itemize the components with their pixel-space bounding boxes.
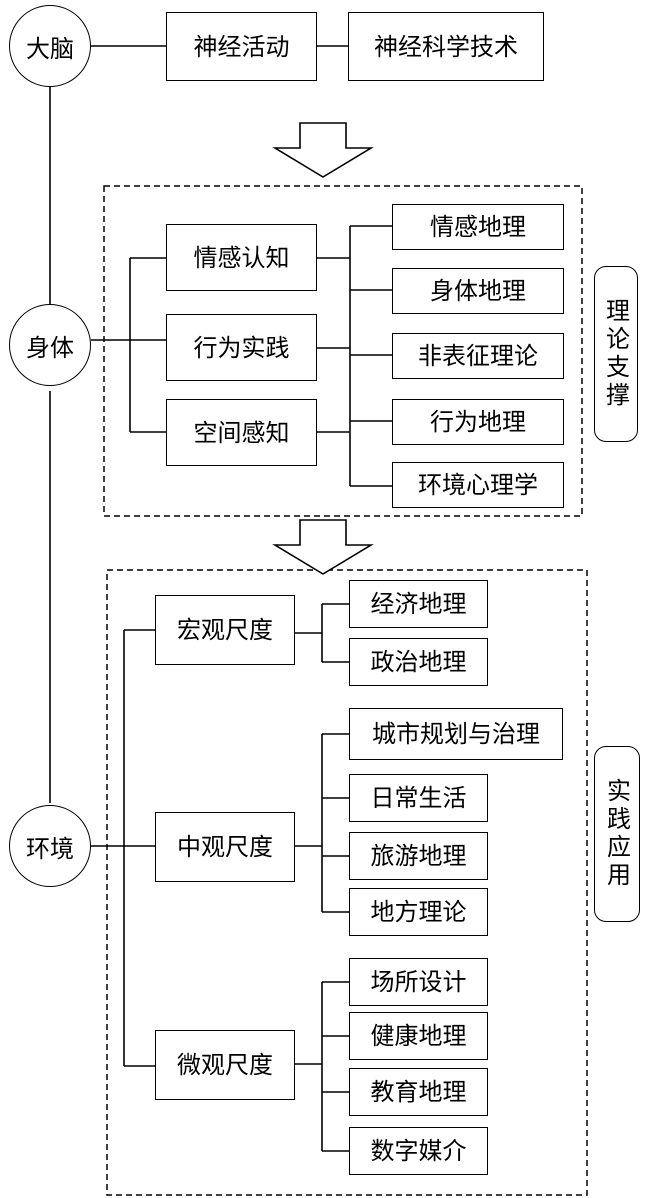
theory-support-label: 理论支撑 (594, 266, 638, 442)
neural-activity-box: 神经活动 (166, 12, 317, 81)
down-arrow-icon (272, 519, 374, 575)
practice-application-text: 实践应用 (602, 778, 631, 890)
environment-node: 环境 (9, 805, 91, 887)
place-theory-label: 地方理论 (370, 898, 467, 926)
education-geography-box: 教育地理 (349, 1068, 488, 1116)
micro-scale-box: 微观尺度 (155, 1030, 295, 1100)
daily-life-box: 日常生活 (349, 774, 488, 822)
macro-scale-label: 宏观尺度 (177, 616, 273, 644)
behavior-practice-box: 行为实践 (166, 314, 317, 381)
body-label: 身体 (26, 333, 74, 362)
tourism-geography-label: 旅游地理 (370, 842, 467, 870)
neuro-tech-label: 神经科学技术 (374, 32, 518, 61)
tourism-geography-box: 旅游地理 (349, 832, 488, 880)
body-geography-box: 身体地理 (392, 268, 564, 314)
behavior-practice-label: 行为实践 (193, 333, 290, 362)
theory-group-frame (103, 185, 583, 517)
political-geography-label: 政治地理 (370, 648, 467, 676)
environment-label: 环境 (26, 834, 74, 863)
meso-scale-label: 中观尺度 (177, 833, 273, 861)
economic-geography-label: 经济地理 (370, 590, 467, 618)
digital-media-box: 数字媒介 (349, 1127, 488, 1175)
emotion-cognition-box: 情感认知 (166, 224, 317, 291)
emotion-cognition-label: 情感认知 (193, 243, 290, 272)
spatial-perception-label: 空间感知 (193, 418, 290, 447)
daily-life-label: 日常生活 (370, 784, 467, 812)
emotional-geography-box: 情感地理 (392, 204, 564, 250)
urban-planning-box: 城市规划与治理 (349, 708, 563, 760)
spatial-perception-box: 空间感知 (166, 399, 317, 466)
brain-label: 大脑 (26, 34, 74, 63)
brain-node: 大脑 (9, 5, 91, 87)
behavioral-geography-box: 行为地理 (392, 399, 564, 445)
neuro-tech-box: 神经科学技术 (348, 12, 544, 81)
urban-planning-label: 城市规划与治理 (372, 720, 540, 748)
environmental-psychology-box: 环境心理学 (392, 462, 564, 508)
environmental-psychology-label: 环境心理学 (418, 471, 538, 499)
emotional-geography-label: 情感地理 (430, 213, 526, 241)
behavioral-geography-label: 行为地理 (430, 408, 526, 436)
body-node: 身体 (9, 304, 91, 386)
micro-scale-label: 微观尺度 (177, 1051, 273, 1079)
non-representational-theory-box: 非表征理论 (392, 333, 564, 379)
education-geography-label: 教育地理 (370, 1078, 467, 1106)
meso-scale-box: 中观尺度 (155, 812, 295, 882)
digital-media-label: 数字媒介 (370, 1137, 467, 1165)
health-geography-box: 健康地理 (349, 1012, 488, 1060)
practice-group-frame (106, 569, 588, 1196)
macro-scale-box: 宏观尺度 (155, 595, 295, 665)
non-representational-theory-label: 非表征理论 (418, 342, 538, 370)
practice-application-label: 实践应用 (594, 746, 640, 922)
economic-geography-box: 经济地理 (349, 580, 488, 628)
place-design-label: 场所设计 (370, 968, 467, 996)
theory-support-text: 理论支撑 (601, 298, 630, 410)
neural-activity-label: 神经活动 (193, 32, 290, 61)
down-arrow-icon (272, 122, 374, 178)
political-geography-box: 政治地理 (349, 638, 488, 686)
place-design-box: 场所设计 (349, 958, 488, 1006)
place-theory-box: 地方理论 (349, 888, 488, 936)
health-geography-label: 健康地理 (370, 1022, 467, 1050)
body-geography-label: 身体地理 (430, 277, 526, 305)
